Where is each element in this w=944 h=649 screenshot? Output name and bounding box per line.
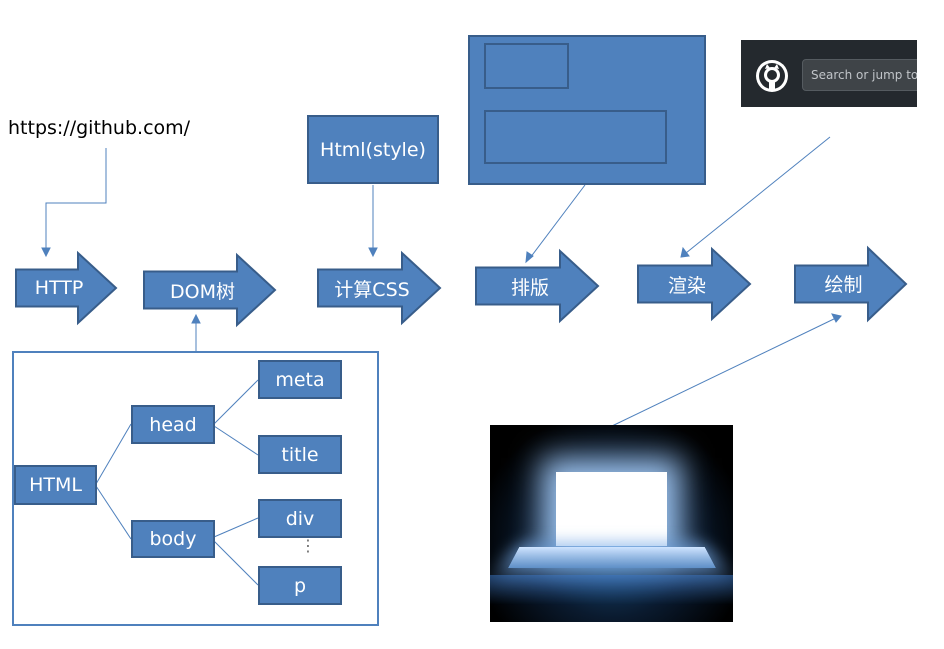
pipeline-arrow-layout	[475, 248, 600, 324]
pipeline-arrow-render	[637, 246, 752, 322]
github-header-screenshot: Search or jump to...	[741, 40, 917, 107]
paint-connector-head	[831, 313, 842, 323]
pipeline-step-http-label: HTTP	[34, 277, 84, 299]
laptop-reflection	[490, 575, 733, 605]
tree-node-div: div	[258, 499, 342, 538]
laptop-screen	[556, 472, 667, 546]
tree-edge-body-p	[213, 540, 259, 586]
tree-ellipsis: ⋮	[303, 536, 313, 555]
tree-node-meta: meta	[258, 360, 342, 399]
pipeline-step-render-label: 渲染	[667, 274, 706, 297]
tree-edge-html-body	[95, 485, 132, 540]
tree-node-p-label: p	[293, 574, 307, 597]
pipeline-step-paint-label: 绘制	[824, 273, 863, 296]
pipeline-arrow-dom	[143, 252, 277, 328]
pipeline-step-dom-label: DOM树	[170, 280, 235, 303]
layout-illustration-inner-top	[484, 43, 569, 89]
style-connector-head	[368, 247, 378, 258]
tree-node-html: HTML	[14, 465, 97, 505]
tree-node-meta-label: meta	[275, 368, 325, 391]
layout-connector	[529, 184, 586, 259]
pipeline-arrow-paint	[794, 245, 908, 323]
paint-connector	[611, 316, 839, 427]
tree-edge-head-meta	[213, 379, 259, 425]
tree-edge-head-title	[213, 425, 259, 456]
dom-tree-frame	[12, 351, 379, 626]
tree-edge-html-head	[95, 423, 132, 485]
tree-edge-body-div	[213, 517, 259, 538]
style-box-label: Html(style)	[320, 138, 426, 161]
layout-illustration-inner-bottom	[484, 110, 667, 164]
github-search-field: Search or jump to...	[802, 59, 917, 91]
style-box: Html(style)	[307, 115, 439, 184]
pipeline-step-css-label: 计算CSS	[334, 278, 410, 301]
pipeline-step-layout-label: 排版	[510, 276, 549, 299]
pipeline-arrows	[15, 245, 908, 328]
tree-node-p: p	[258, 566, 342, 605]
render-connector-head	[680, 246, 690, 258]
tree-node-div-label: div	[285, 507, 315, 530]
url-text: https://github.com/	[8, 117, 191, 139]
tree-node-body: body	[131, 520, 215, 558]
url-connector	[45, 148, 107, 252]
pipeline-arrow-css	[317, 250, 442, 326]
github-octocat-icon	[756, 60, 788, 92]
tree-node-html-label: HTML	[29, 474, 82, 496]
tree-node-head-label: head	[149, 413, 197, 436]
laptop-keyboard	[508, 547, 716, 569]
tree-node-title: title	[258, 435, 342, 474]
url-connector-head	[41, 247, 51, 258]
dom-tree-connector-head	[191, 313, 201, 324]
render-connector	[685, 136, 831, 254]
connectors	[41, 136, 842, 586]
tree-node-title-label: title	[281, 443, 319, 466]
glowing-laptop-photo	[490, 425, 733, 622]
layout-connector-head	[525, 251, 534, 264]
tree-node-body-label: body	[149, 528, 197, 550]
pipeline-arrow-http	[15, 250, 118, 326]
tree-node-head: head	[131, 405, 215, 444]
